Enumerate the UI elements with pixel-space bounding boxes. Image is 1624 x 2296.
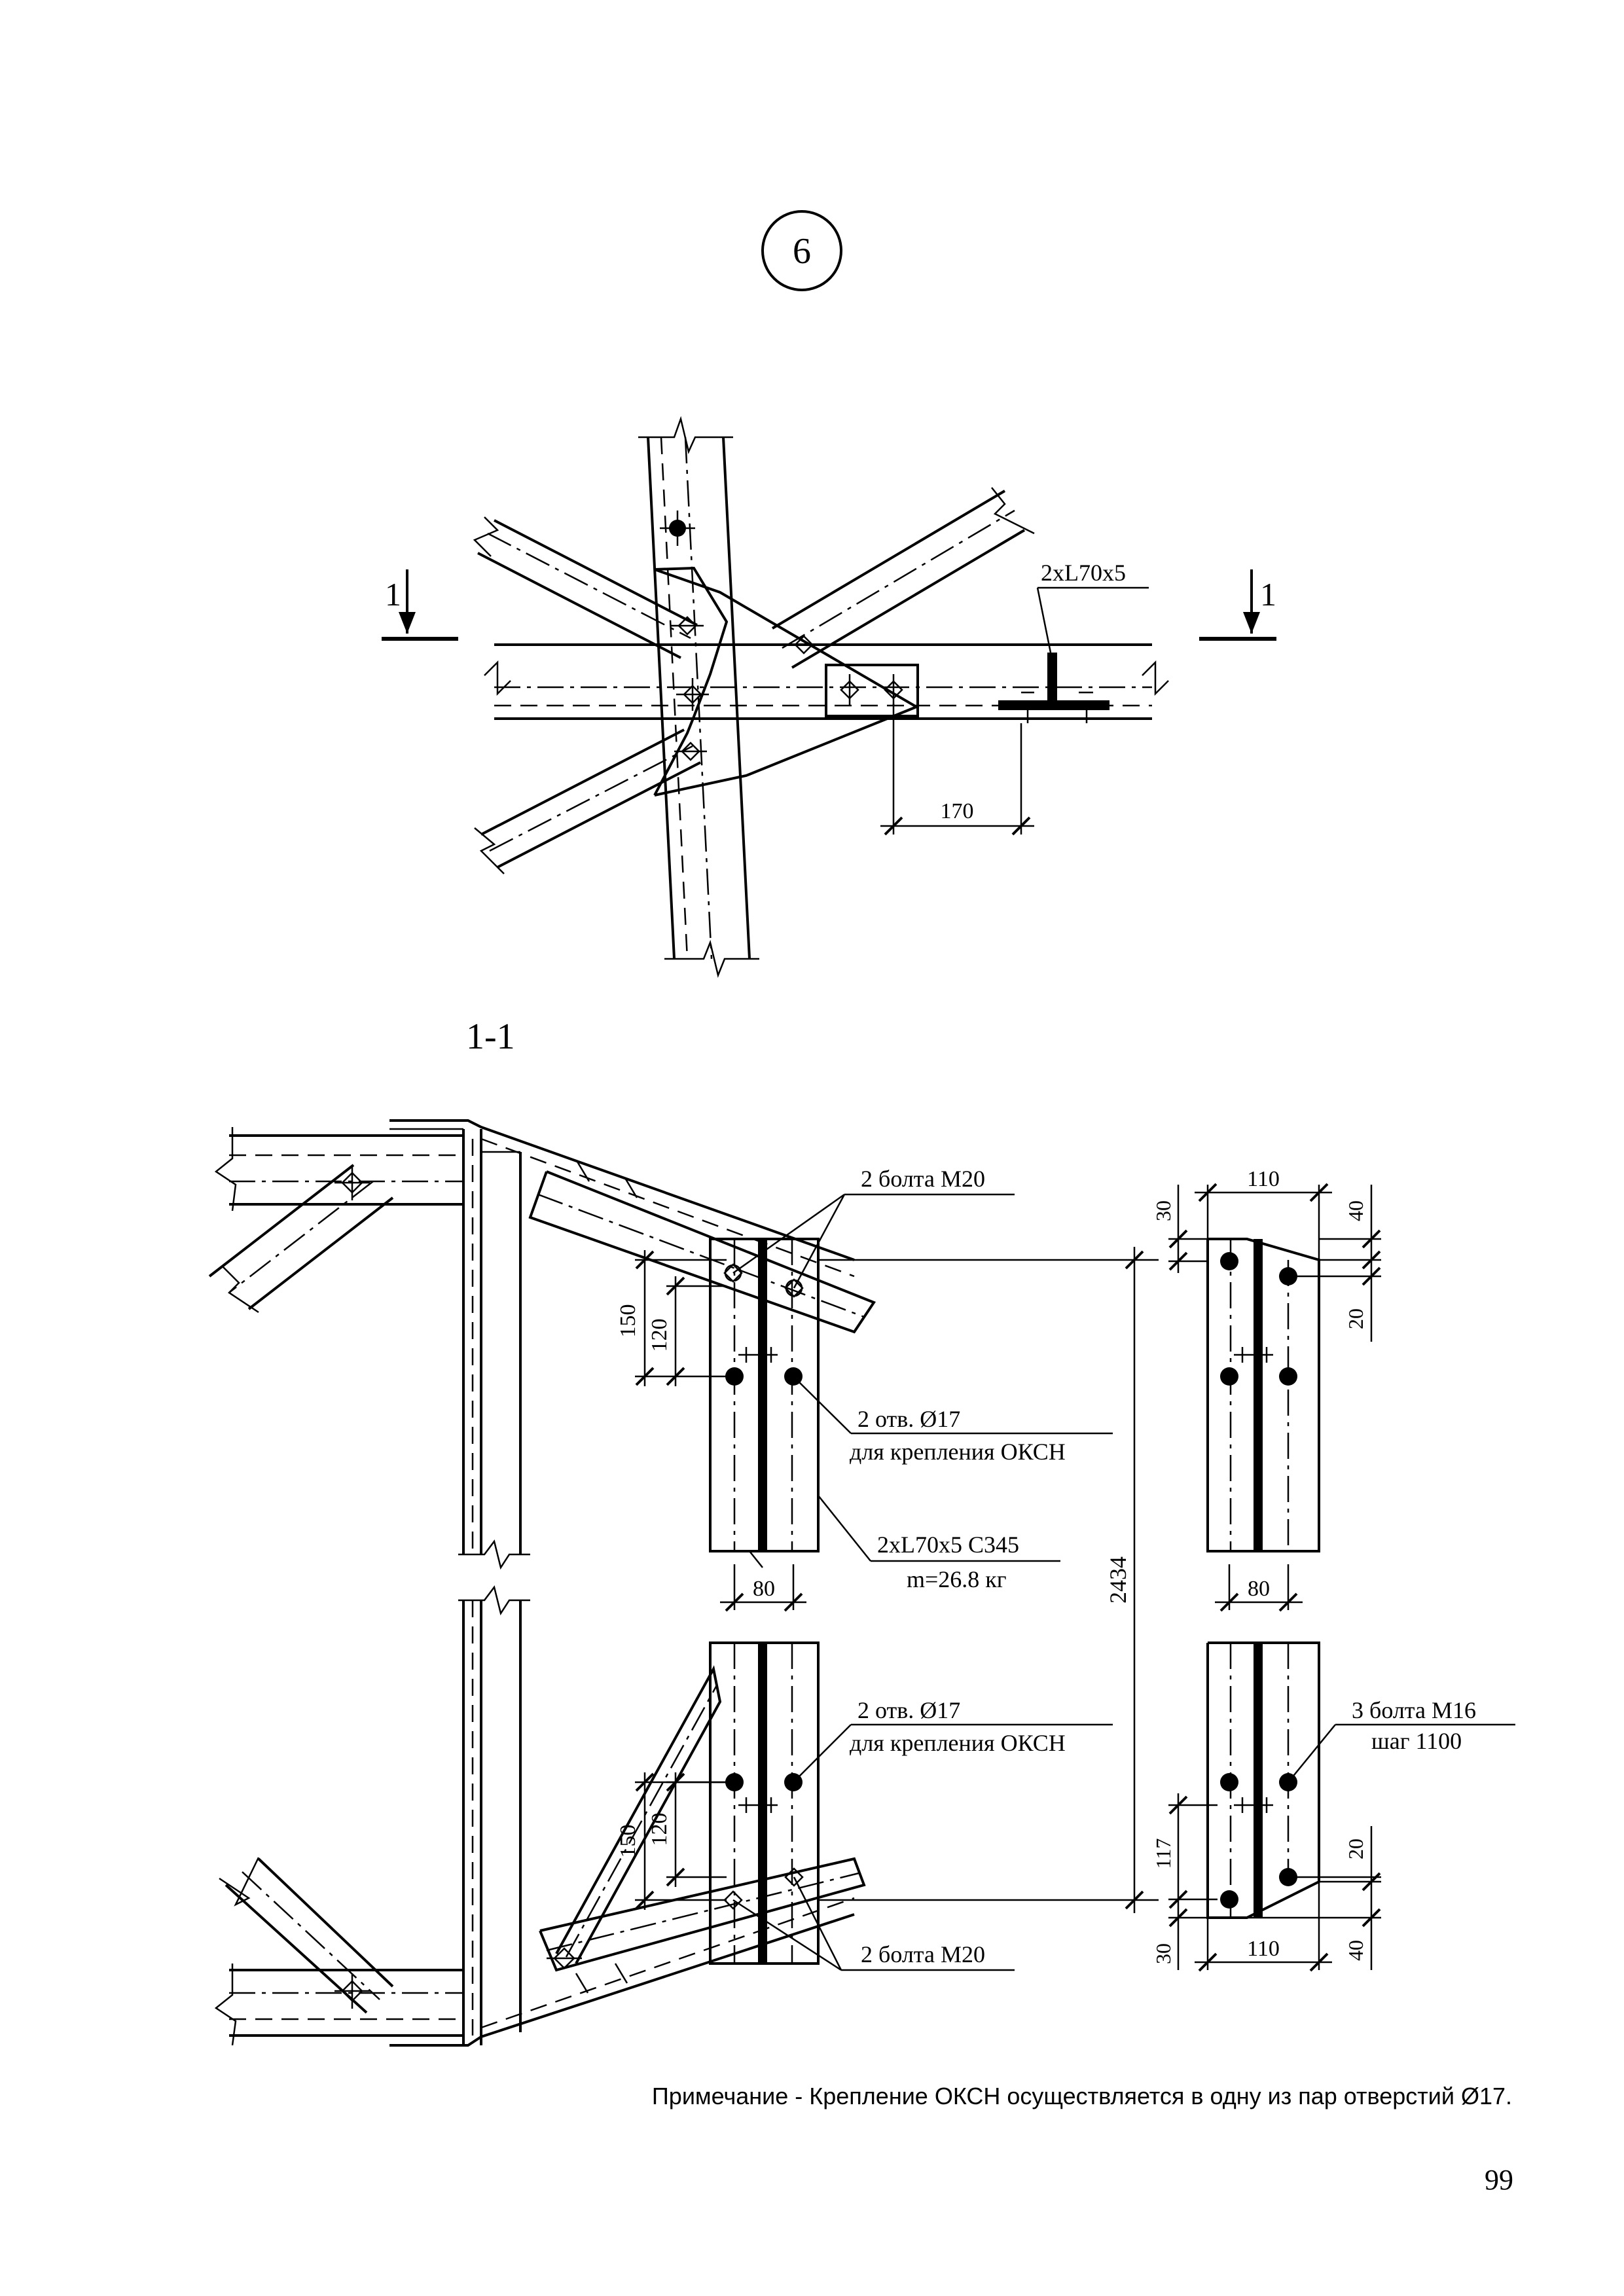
stud-lower-left [709, 1641, 820, 1965]
callout-holes-top: 2 отв. Ø17 для крепления ОКСН [793, 1376, 1113, 1465]
section-mark-left: 1 [385, 576, 401, 613]
dim-120-top: 120 [647, 1319, 672, 1352]
section-lower-diagonal [219, 1857, 394, 2014]
bolt-diamond [671, 616, 903, 761]
dim-40-bottom: 40 [1344, 1940, 1367, 1961]
bolt-filled [660, 511, 695, 546]
dim-20-top: 20 [1344, 1308, 1367, 1329]
dims-left-lower: 150 120 [616, 1772, 727, 1910]
profile-leader: 2xL70x5 [1036, 560, 1149, 653]
dim-110-bottom: 110 [1247, 1937, 1280, 1961]
dim-2434-label: 2434 [1105, 1556, 1131, 1604]
plan-bolts [660, 511, 903, 761]
horizontal-member [484, 643, 1169, 720]
section-1-1-view: 2 болта М20 2 отв. Ø17 для крепления ОКС… [208, 1119, 1515, 2047]
label-member-1: 2xL70x5 С345 [877, 1532, 1019, 1558]
diagonal-upper-right [771, 487, 1035, 669]
callout-bolts-m20-top: 2 болта М20 [732, 1166, 1015, 1289]
dims-right-upper: 110 30 40 20 80 [1151, 1167, 1381, 1612]
stud-upper-left [709, 1238, 820, 1568]
stud-upper-right [1206, 1238, 1320, 1552]
dim-30-top: 30 [1151, 1200, 1175, 1221]
dimension-170: 170 [880, 704, 1034, 836]
label-bolts-m20-bottom: 2 болта М20 [861, 1941, 985, 1967]
section-title: 1-1 [466, 1016, 515, 1057]
profile-label: 2xL70x5 [1041, 560, 1126, 586]
post-column [458, 1129, 530, 2045]
label-holes-bottom-1: 2 отв. Ø17 [857, 1697, 960, 1723]
diagonal-upper-left [473, 516, 698, 659]
dim-150-top: 150 [616, 1304, 640, 1338]
page-number: 99 [1485, 2164, 1513, 2196]
note-text: Примечание - Крепление ОКСН осуществляет… [652, 2083, 1512, 2109]
section-mark-right: 1 [1260, 576, 1276, 613]
node-mark: 6 [761, 210, 842, 291]
label-bolts-m20-top: 2 болта М20 [861, 1166, 985, 1192]
label-holes-top-2: для крепления ОКСН [850, 1439, 1066, 1465]
section-upper-inclined-member [528, 1161, 876, 1334]
section-upper-diagonal [208, 1164, 394, 1314]
dim-170-label: 170 [941, 799, 974, 823]
gusset-plate [653, 566, 920, 797]
node-plan-view: 1 1 [382, 416, 1276, 978]
label-holes-bottom-2: для крепления ОКСН [850, 1730, 1066, 1756]
label-bolts-m16-2: шаг 1100 [1371, 1728, 1462, 1754]
dim-80-left: 80 [753, 1577, 775, 1601]
dim-2434: 2434 [818, 1247, 1159, 1913]
label-holes-top-1: 2 отв. Ø17 [857, 1406, 960, 1432]
dim-120-bottom: 120 [647, 1813, 672, 1846]
callout-bolts-m16: 3 болта М16 шаг 1100 [1288, 1697, 1515, 1783]
top-chord [214, 1119, 855, 1278]
tee-section-symbol [998, 653, 1110, 723]
dim-150-bottom: 150 [616, 1825, 640, 1858]
dims-left-upper: 150 120 80 [616, 1250, 806, 1612]
dim-20-bottom: 20 [1344, 1839, 1367, 1859]
dims-right-lower: 117 30 20 40 110 [1151, 1793, 1381, 1972]
callout-holes-bottom: 2 отв. Ø17 для крепления ОКСН [793, 1697, 1113, 1783]
section-arrow-left: 1 [382, 569, 458, 641]
node-mark-label: 6 [793, 231, 811, 272]
section-lower-inclined-members [539, 1665, 866, 1994]
section-arrow-right: 1 [1199, 569, 1276, 641]
dim-110-top: 110 [1247, 1167, 1280, 1191]
callout-member: 2xL70x5 С345 m=26.8 кг [818, 1495, 1060, 1592]
dim-30-bottom: 30 [1151, 1943, 1175, 1964]
callout-bolts-m20-bottom: 2 болта М20 [732, 1876, 1015, 1971]
dim-80-right: 80 [1248, 1577, 1270, 1601]
label-bolts-m16-1: 3 болта М16 [1352, 1697, 1476, 1723]
dim-117: 117 [1151, 1839, 1175, 1869]
diagonal-lower-left [474, 728, 701, 874]
label-member-2: m=26.8 кг [907, 1566, 1007, 1592]
dim-40-top: 40 [1344, 1200, 1367, 1221]
